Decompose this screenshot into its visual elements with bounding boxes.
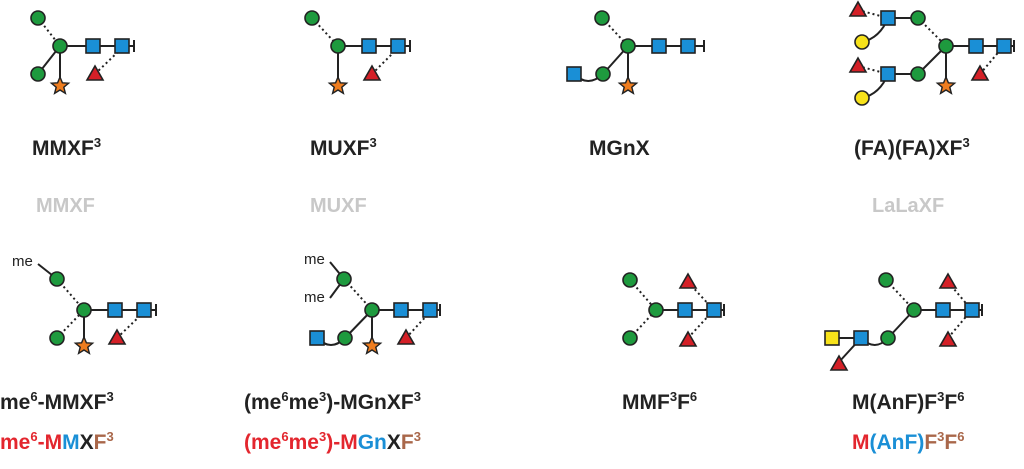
colored-label-glycan-5: me6-MMXF3 bbox=[0, 428, 114, 454]
glycan-4-fafaxf3 bbox=[849, 1, 1015, 106]
label-glycan-4: (FA)(FA)XF3 bbox=[854, 134, 970, 160]
label-glycan-1: MMXF3 bbox=[32, 134, 102, 160]
glycan-5-me6-mmxf3: me bbox=[12, 253, 157, 355]
legacy-label-glycan-1: MMXF bbox=[36, 195, 95, 217]
glycan-7-mmf3f6 bbox=[622, 272, 725, 347]
label-glycan-8: M(AnF)F3F6 bbox=[852, 388, 965, 414]
legacy-label-glycan-2: MUXF bbox=[310, 195, 367, 217]
methyl-label-2: me bbox=[304, 289, 325, 306]
label-glycan-2: MUXF3 bbox=[310, 134, 377, 160]
glycan-8-manff3f6 bbox=[824, 272, 983, 371]
methyl-label-1: me bbox=[304, 251, 325, 268]
legacy-label-glycan-4: LaLaXF bbox=[872, 195, 945, 217]
label-glycan-3: MGnX bbox=[589, 137, 650, 160]
glycan-1-mmxf3 bbox=[30, 10, 135, 95]
label-glycan-7: MMF3F6 bbox=[622, 388, 698, 414]
glycan-6-me6me3-mgnxf3: me me bbox=[304, 251, 441, 355]
label-glycan-6: (me6me3)-MGnXF3 bbox=[244, 388, 421, 414]
colored-label-glycan-6: (me6me3)-MGnXF3 bbox=[244, 428, 421, 454]
glycan-2-muxf3 bbox=[304, 10, 411, 95]
label-glycan-5: me6-MMXF3 bbox=[0, 388, 114, 414]
colored-label-glycan-8: M(AnF)F3F6 bbox=[852, 428, 965, 454]
glycan-3-mgnx bbox=[566, 10, 705, 95]
methyl-label: me bbox=[12, 253, 33, 270]
